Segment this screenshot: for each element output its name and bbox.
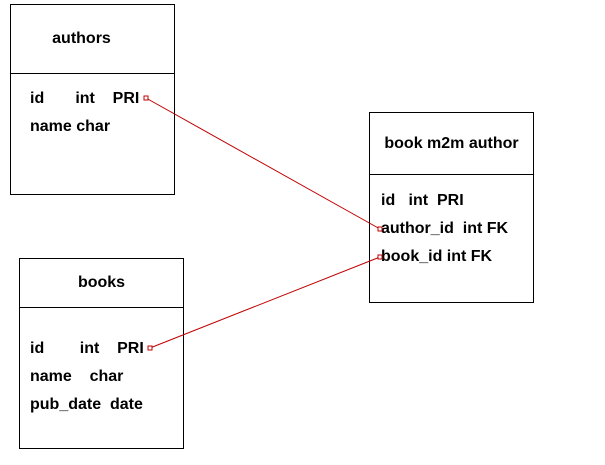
books-table: books id int PRI name char pub_date date bbox=[19, 258, 184, 449]
authors-table: authors id int PRI name char bbox=[10, 4, 175, 195]
books-field-id: id int PRI bbox=[30, 340, 144, 357]
books-table-title: books bbox=[20, 259, 183, 308]
books-field-name: name char bbox=[30, 368, 124, 385]
books-field-pub-date: pub_date date bbox=[30, 396, 143, 413]
authors-field-id: id int PRI bbox=[30, 90, 140, 107]
book-m2m-author-table: book m2m author id int PRI author_id int… bbox=[369, 112, 534, 303]
book-m2m-author-table-title: book m2m author bbox=[370, 113, 533, 175]
book-m2m-author-field-author-id: author_id int FK bbox=[381, 220, 509, 237]
relation-authors-id-to-author-id bbox=[145, 97, 381, 230]
book-m2m-author-field-id: id int PRI bbox=[381, 192, 464, 209]
authors-table-title: authors bbox=[11, 5, 174, 74]
relation-books-id-to-book-id bbox=[149, 256, 381, 349]
authors-field-name: name char bbox=[30, 118, 111, 135]
book-m2m-author-field-book-id: book_id int FK bbox=[381, 248, 493, 265]
